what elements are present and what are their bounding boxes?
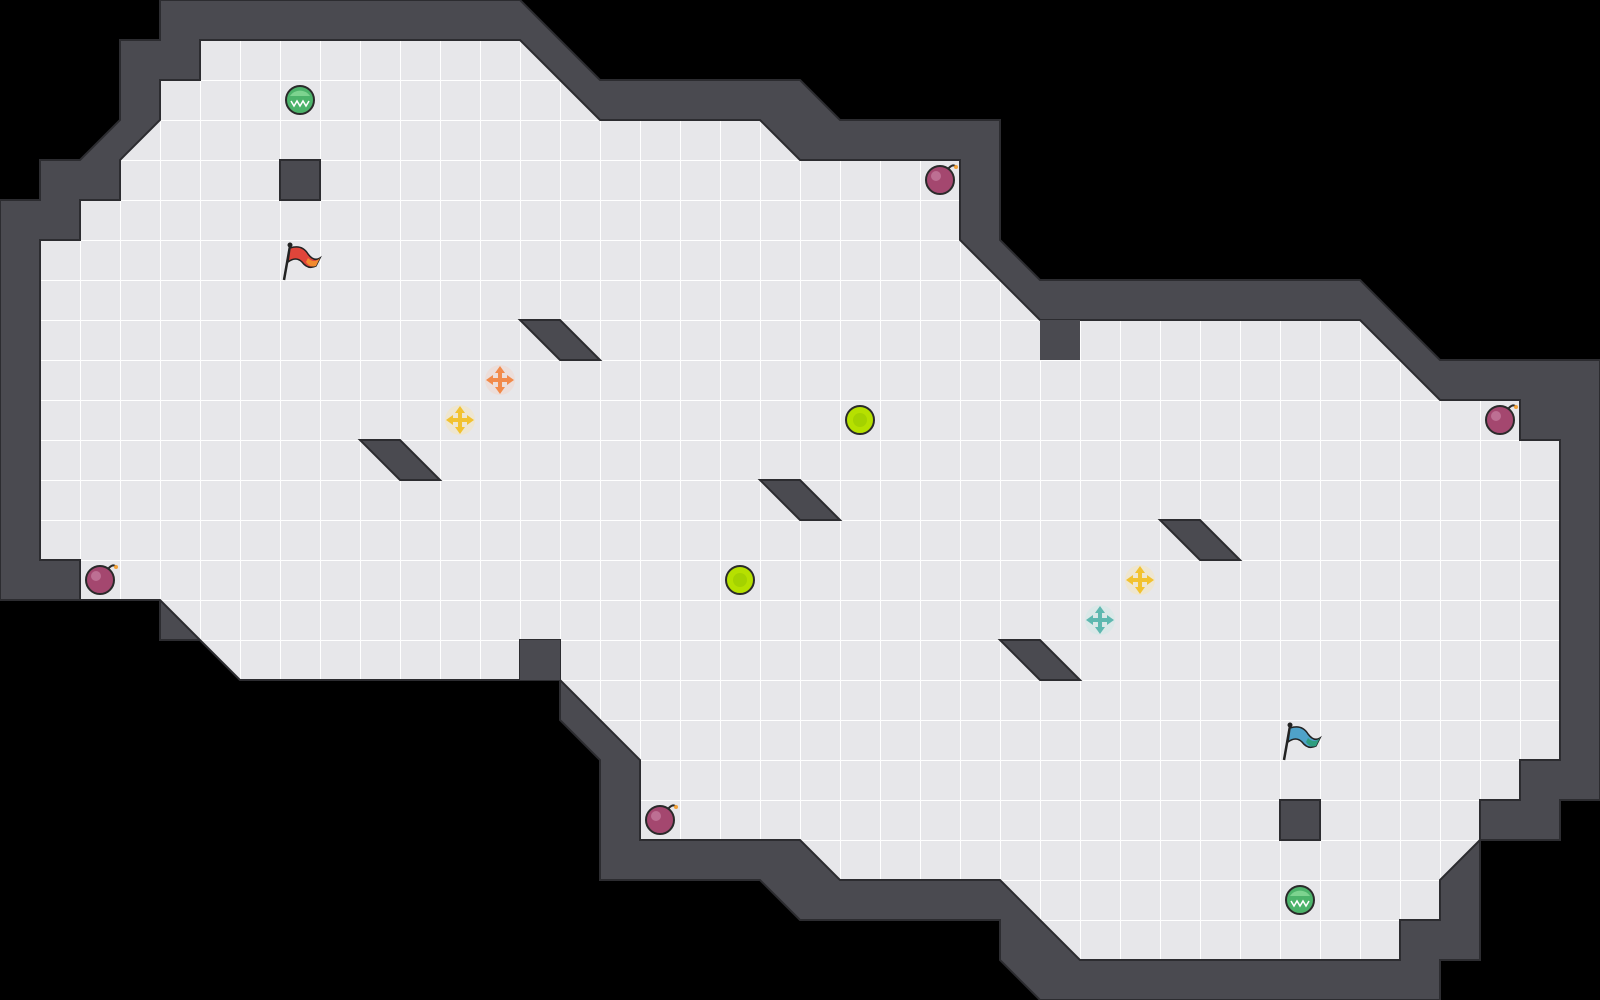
bomb-icon[interactable] — [645, 804, 678, 835]
diagonal-wall — [517, 319, 603, 361]
powerup-icon[interactable] — [845, 405, 875, 435]
diagonal-wall — [357, 439, 443, 481]
powerup-icon[interactable] — [725, 565, 755, 595]
diagonal-wall — [997, 639, 1083, 681]
boost-icon[interactable] — [485, 365, 515, 395]
bomb-icon[interactable] — [1485, 404, 1518, 435]
red-flag-icon[interactable] — [282, 242, 322, 281]
bomb-icon[interactable] — [85, 564, 118, 595]
bomb-icon[interactable] — [925, 164, 958, 195]
boost-icon[interactable] — [1125, 565, 1155, 595]
diagonal-wall — [1157, 519, 1243, 561]
blue-flag-icon[interactable] — [1282, 722, 1322, 761]
boost-icon[interactable] — [445, 405, 475, 435]
boost-icon[interactable] — [1085, 605, 1115, 635]
gate-icon[interactable] — [285, 85, 315, 115]
wall-block — [279, 159, 321, 201]
diagonal-wall — [757, 479, 843, 521]
wall-notch — [520, 640, 560, 680]
wall-notch — [1040, 320, 1080, 360]
wall-block — [1279, 799, 1321, 841]
gate-icon[interactable] — [1285, 885, 1315, 915]
